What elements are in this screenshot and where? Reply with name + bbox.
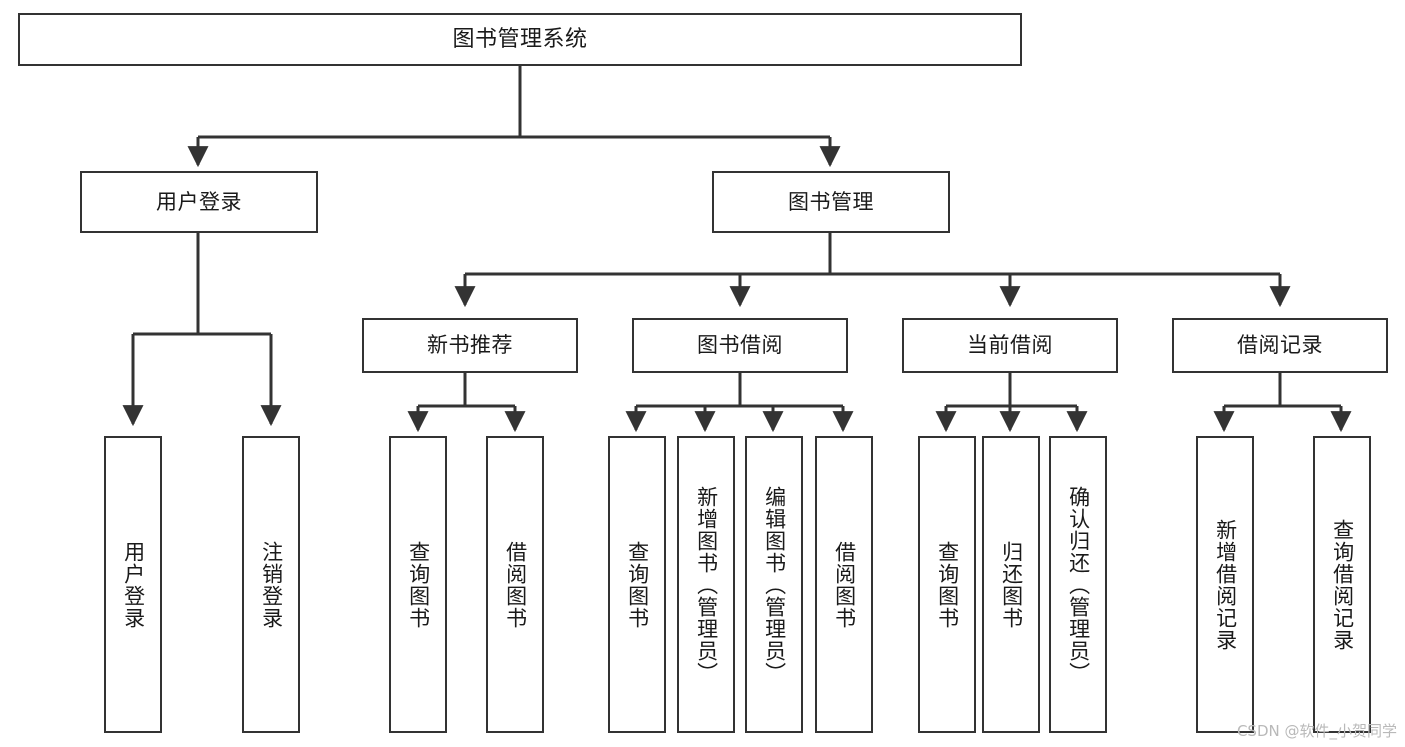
node-leaf-logout-label: 注销登录 <box>259 540 284 629</box>
node-book-manage[interactable]: 图书管理 <box>712 171 950 233</box>
node-borrow-record[interactable]: 借阅记录 <box>1172 318 1388 373</box>
node-new-book-rec-label: 新书推荐 <box>427 333 513 358</box>
node-leaf-borrow-book-2-label: 借阅图书 <box>832 540 857 629</box>
node-book-borrow-label: 图书借阅 <box>697 333 783 358</box>
node-leaf-edit-book[interactable]: 编辑图书（管理员） <box>745 436 803 733</box>
node-leaf-return-book[interactable]: 归还图书 <box>982 436 1040 733</box>
node-leaf-user-login[interactable]: 用户登录 <box>104 436 162 733</box>
node-leaf-query-record[interactable]: 查询借阅记录 <box>1313 436 1371 733</box>
node-leaf-query-record-label: 查询借阅记录 <box>1330 518 1355 651</box>
node-leaf-query-book-3-label: 查询图书 <box>935 540 960 629</box>
node-leaf-edit-book-label: 编辑图书（管理员） <box>762 485 787 684</box>
node-user-login[interactable]: 用户登录 <box>80 171 318 233</box>
node-book-borrow[interactable]: 图书借阅 <box>632 318 848 373</box>
node-leaf-add-record-label: 新增借阅记录 <box>1213 518 1238 651</box>
node-book-manage-label: 图书管理 <box>788 189 874 214</box>
node-leaf-confirm-return-label: 确认归还（管理员） <box>1066 485 1091 684</box>
node-new-book-rec[interactable]: 新书推荐 <box>362 318 578 373</box>
node-root[interactable]: 图书管理系统 <box>18 13 1022 66</box>
node-leaf-query-book-1[interactable]: 查询图书 <box>389 436 447 733</box>
node-leaf-add-book[interactable]: 新增图书（管理员） <box>677 436 735 733</box>
node-user-login-label: 用户登录 <box>156 189 242 214</box>
node-current-borrow-label: 当前借阅 <box>967 333 1053 358</box>
csdn-watermark: CSDN @软件_小贺同学 <box>1236 722 1397 740</box>
node-leaf-add-book-label: 新增图书（管理员） <box>694 485 719 684</box>
node-current-borrow[interactable]: 当前借阅 <box>902 318 1118 373</box>
node-leaf-user-login-label: 用户登录 <box>121 540 146 629</box>
node-leaf-query-book-2[interactable]: 查询图书 <box>608 436 666 733</box>
node-leaf-borrow-book-2[interactable]: 借阅图书 <box>815 436 873 733</box>
node-root-label: 图书管理系统 <box>452 26 588 52</box>
node-leaf-return-book-label: 归还图书 <box>999 540 1024 629</box>
node-leaf-borrow-book-1-label: 借阅图书 <box>503 540 528 629</box>
node-leaf-query-book-3[interactable]: 查询图书 <box>918 436 976 733</box>
node-borrow-record-label: 借阅记录 <box>1237 333 1323 358</box>
node-leaf-query-book-1-label: 查询图书 <box>406 540 431 629</box>
node-leaf-add-record[interactable]: 新增借阅记录 <box>1196 436 1254 733</box>
node-leaf-borrow-book-1[interactable]: 借阅图书 <box>486 436 544 733</box>
node-leaf-confirm-return[interactable]: 确认归还（管理员） <box>1049 436 1107 733</box>
node-leaf-logout[interactable]: 注销登录 <box>242 436 300 733</box>
node-leaf-query-book-2-label: 查询图书 <box>625 540 650 629</box>
